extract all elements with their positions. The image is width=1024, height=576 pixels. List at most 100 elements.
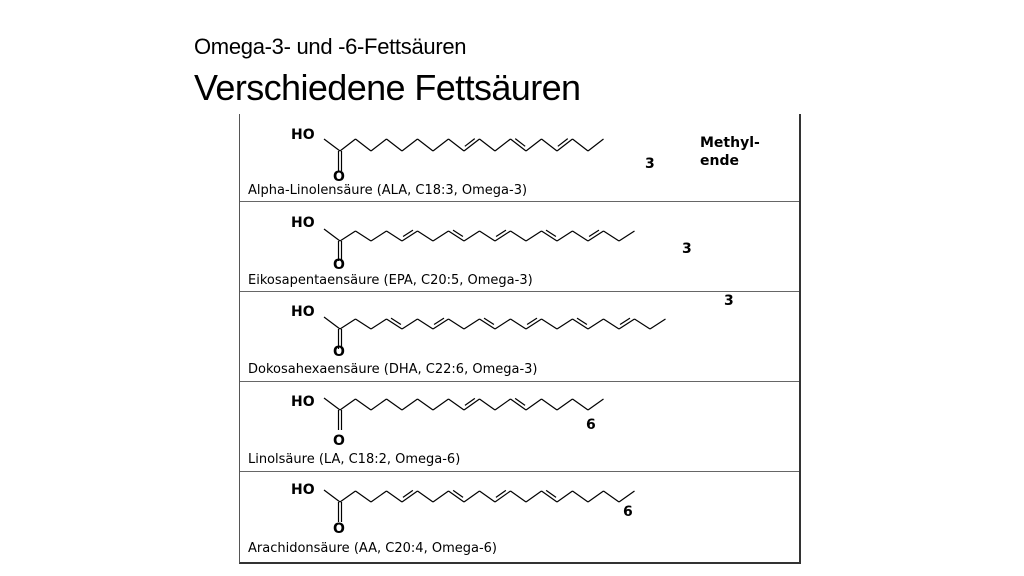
chain-bond xyxy=(339,398,356,411)
chain-bond xyxy=(386,138,403,152)
structure-epa xyxy=(323,228,635,261)
molecule-caption: Alpha-Linolensäure (ALA, C18:3, Omega-3) xyxy=(248,183,528,198)
carbonyl-label: O xyxy=(333,433,345,449)
chain-bond xyxy=(386,490,403,503)
chain-bond xyxy=(587,230,604,242)
carboxyl-oh-bond xyxy=(323,397,341,411)
carbonyl-label: O xyxy=(333,257,345,273)
molecule-row-la: HO O 6 Linolsäure (LA, C18:2, Omega-6) xyxy=(240,382,799,472)
chain-bond xyxy=(463,230,480,242)
chain-bond xyxy=(541,138,558,152)
carboxyl-oh-bond xyxy=(323,228,341,242)
chain-bond xyxy=(417,490,434,503)
structure-la xyxy=(323,397,604,430)
chain-bond xyxy=(432,490,449,503)
omega-position-label: 3 xyxy=(724,293,734,309)
double-bond xyxy=(402,489,414,498)
molecule-row-aa: HO O 6 Arachidonsäure (AA, C20:4, Omega-… xyxy=(240,472,799,562)
double-bond xyxy=(483,317,495,326)
chain-bond xyxy=(525,318,542,330)
chain-bond xyxy=(448,398,465,411)
chain-bond xyxy=(541,318,558,330)
slide-subtitle: Omega-3- und -6-Fettsäuren xyxy=(194,34,467,59)
slide-title: Verschiedene Fettsäuren xyxy=(194,67,581,108)
double-bond xyxy=(545,229,557,238)
double-bond xyxy=(576,317,588,326)
chain-bond xyxy=(386,318,403,330)
chain-bond xyxy=(494,318,511,330)
chain-bond xyxy=(448,490,465,503)
chain-bond xyxy=(556,490,573,503)
chain-bond xyxy=(525,230,542,242)
carboxyl-oh-bond xyxy=(323,138,341,152)
chain-bond xyxy=(386,398,403,411)
hydroxyl-label: HO xyxy=(291,127,315,143)
chain-bond xyxy=(494,490,511,503)
chain-bond xyxy=(370,230,387,242)
chain-bond xyxy=(479,138,496,152)
carbonyl-label: O xyxy=(333,521,345,537)
chain-bond xyxy=(603,318,620,330)
molecule-caption: Dokosahexaensäure (DHA, C22:6, Omega-3) xyxy=(248,362,538,377)
chain-bond xyxy=(525,138,542,152)
chain-bond xyxy=(572,138,589,152)
structure-ala xyxy=(323,138,604,171)
chain-bond xyxy=(510,230,527,242)
chain-bond xyxy=(494,398,511,411)
omega-position-label: 3 xyxy=(645,156,655,172)
chain-bond xyxy=(510,490,527,503)
chain-bond xyxy=(618,230,635,242)
hydroxyl-label: HO xyxy=(291,394,315,410)
omega-position-label: 6 xyxy=(586,417,596,433)
chain-bond xyxy=(355,230,372,242)
chain-bond xyxy=(370,490,387,503)
chain-bond xyxy=(587,490,604,503)
chain-bond xyxy=(417,230,434,242)
chain-bond xyxy=(603,230,620,242)
chain-bond xyxy=(432,138,449,152)
chain-bond xyxy=(355,490,372,503)
molecule-row-epa: HO O 3 Eikosapentaensäure (EPA, C20:5, O… xyxy=(240,202,799,292)
chain-bond xyxy=(355,318,372,330)
chain-bond xyxy=(556,398,573,411)
double-bond xyxy=(390,317,402,326)
hydroxyl-label: HO xyxy=(291,215,315,231)
chain-bond xyxy=(556,138,573,152)
molecule-row-ala: HO O 3 Methyl- ende Alpha-Linolensäure (… xyxy=(240,114,799,202)
double-bond xyxy=(619,317,631,326)
chain-bond xyxy=(510,398,527,411)
chain-bond xyxy=(401,230,418,242)
chain-bond xyxy=(587,318,604,330)
double-bond xyxy=(514,397,526,406)
chain-bond xyxy=(417,398,434,411)
double-bond xyxy=(464,397,476,406)
chain-bond xyxy=(448,230,465,242)
chain-bond xyxy=(463,490,480,503)
structure-dha xyxy=(323,316,666,349)
double-bond xyxy=(495,229,507,238)
molecule-caption: Eikosapentaensäure (EPA, C20:5, Omega-3) xyxy=(248,273,533,288)
chain-bond xyxy=(572,318,589,330)
chain-bond xyxy=(370,138,387,152)
chain-bond xyxy=(541,230,558,242)
chain-bond xyxy=(401,138,418,152)
chain-bond xyxy=(479,318,496,330)
molecule-row-dha: HO O 3 Dokosahexaensäure (DHA, C22:6, Om… xyxy=(240,292,799,382)
hydroxyl-label: HO xyxy=(291,482,315,498)
chain-bond xyxy=(618,490,635,503)
chain-bond xyxy=(432,398,449,411)
double-bond xyxy=(588,229,600,238)
methyl-end-label: Methyl- ende xyxy=(700,135,760,169)
chain-bond xyxy=(572,490,589,503)
chain-bond xyxy=(603,490,620,503)
chain-bond xyxy=(417,318,434,330)
chain-bond xyxy=(401,398,418,411)
chain-bond xyxy=(556,318,573,330)
chain-bond xyxy=(510,138,527,152)
chain-bond xyxy=(448,138,465,152)
chain-bond xyxy=(432,230,449,242)
chain-bond xyxy=(448,318,465,330)
chain-bond xyxy=(355,398,372,411)
carboxyl-oh-bond xyxy=(323,316,341,330)
chain-bond xyxy=(355,138,372,152)
